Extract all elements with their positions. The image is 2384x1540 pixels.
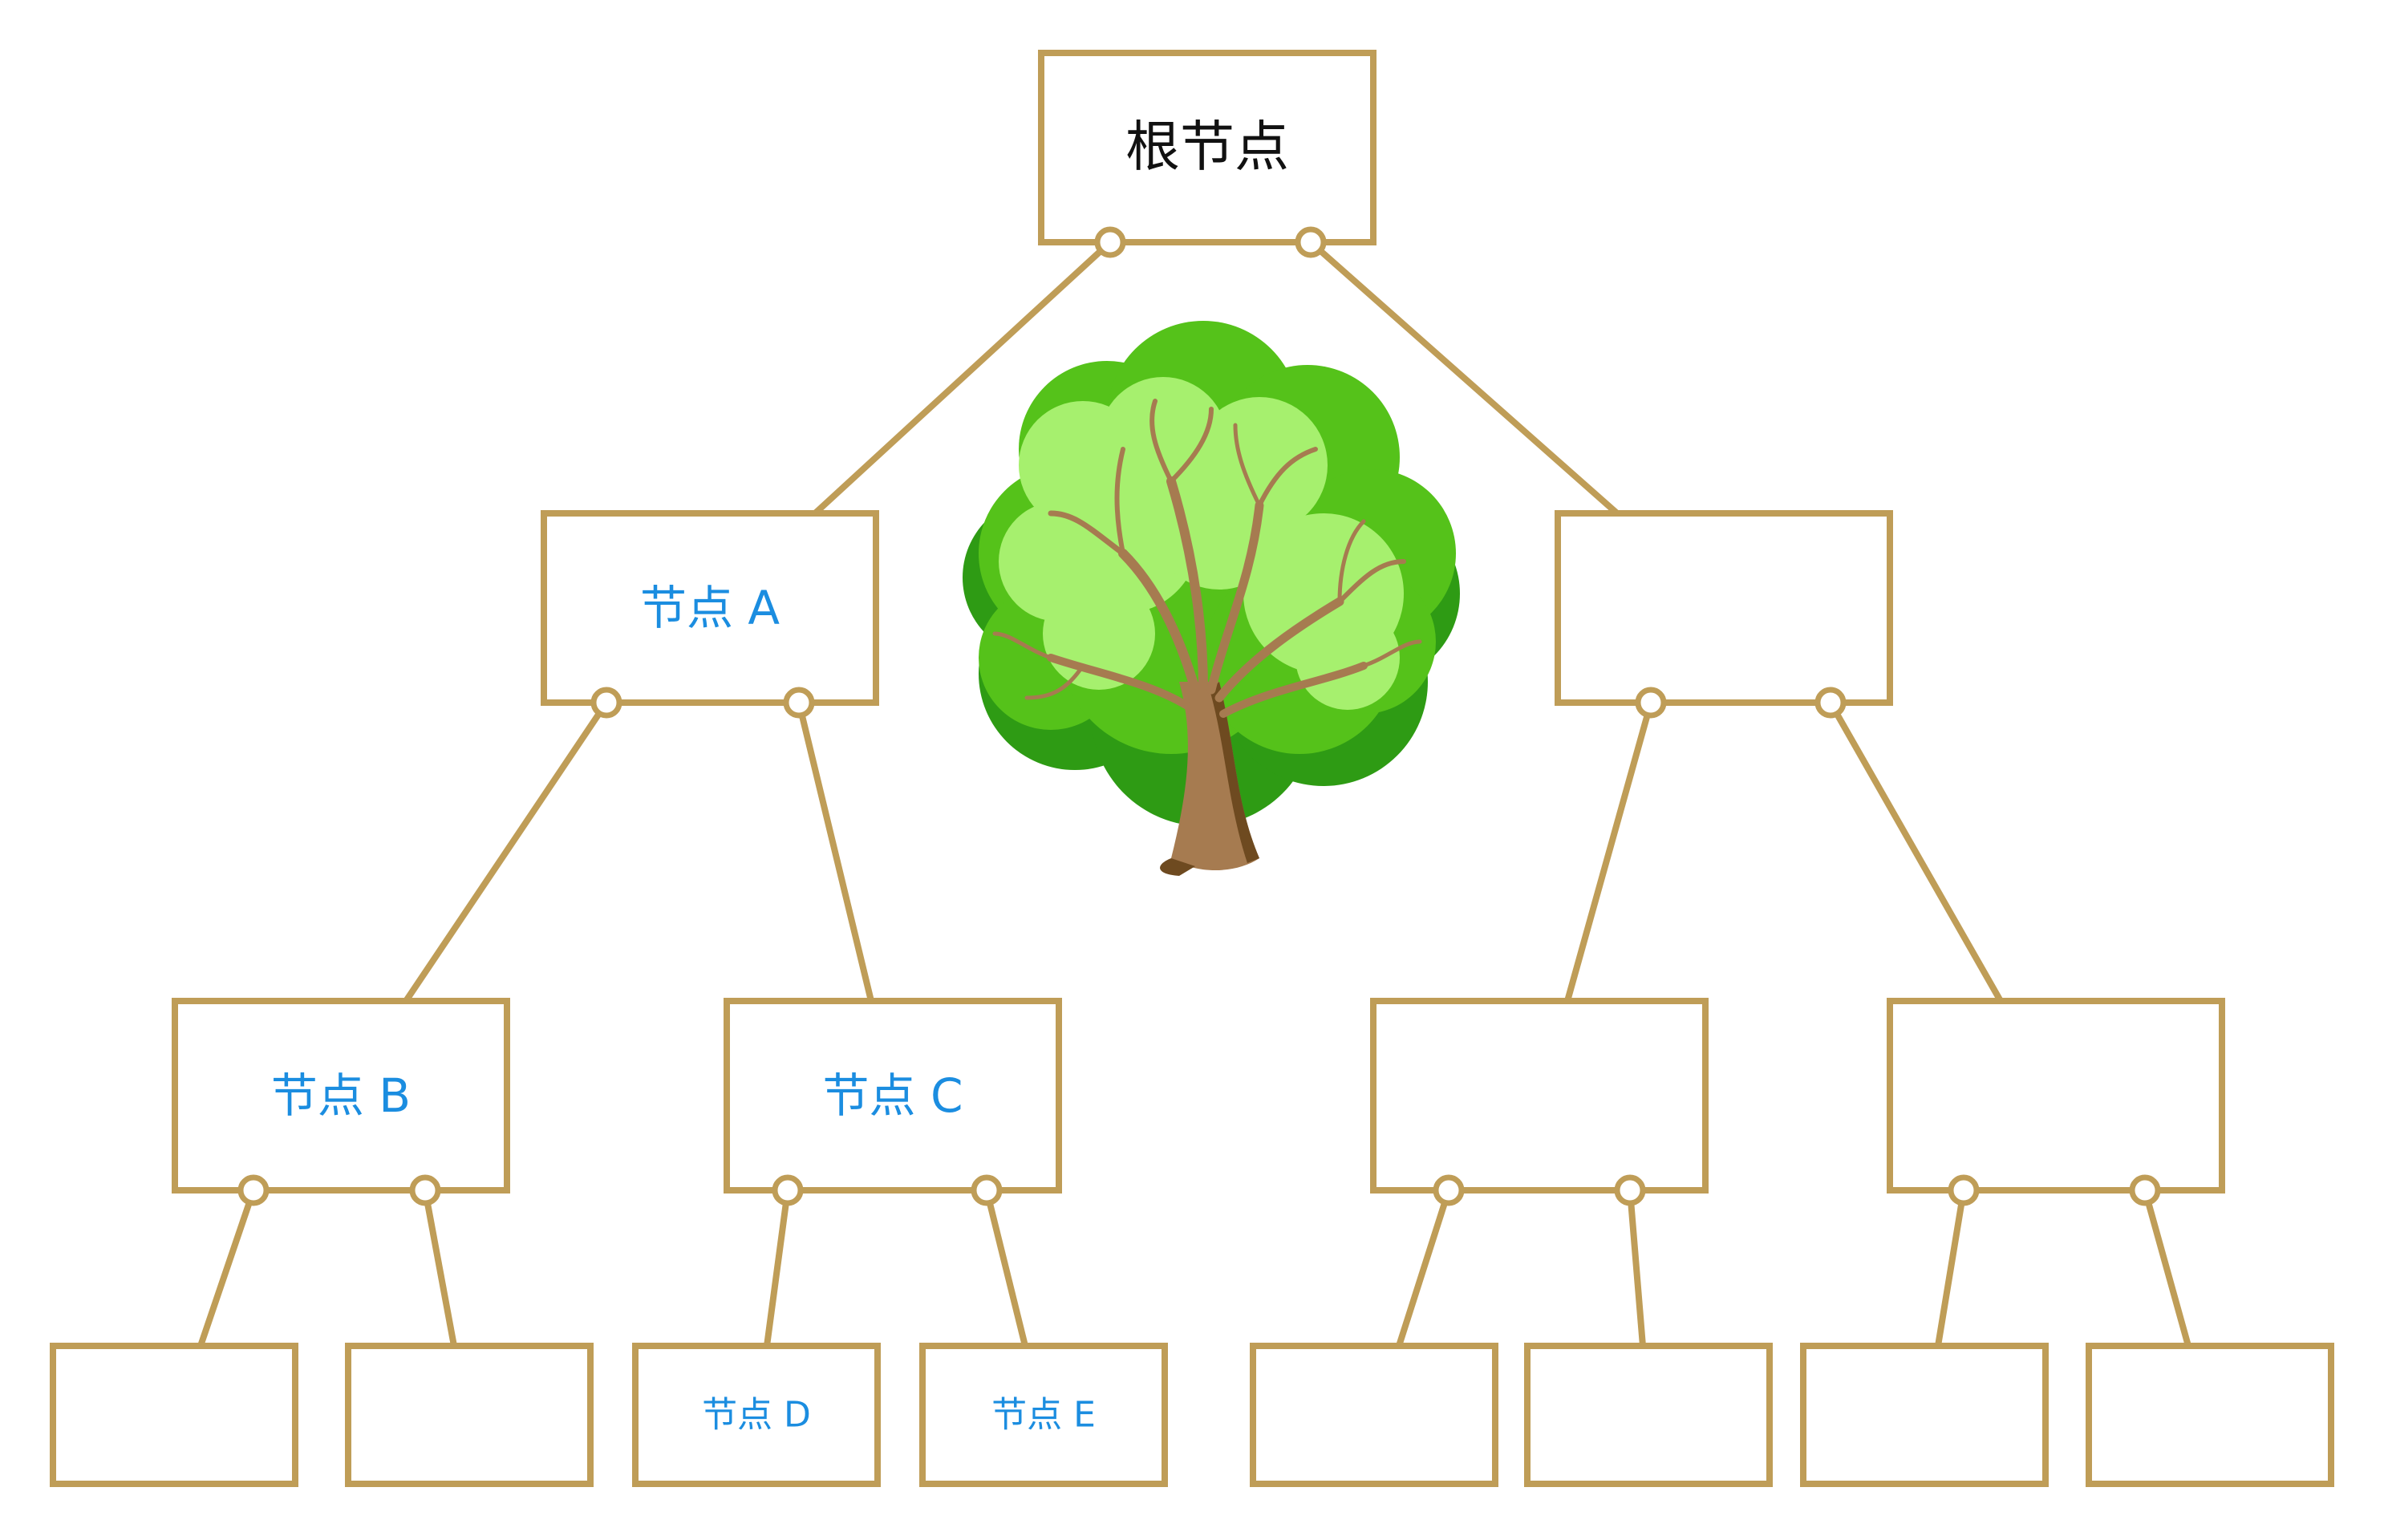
connector-port-right [783, 687, 815, 719]
edge-b-b2 [422, 1189, 457, 1347]
connector-port-right [1295, 226, 1327, 258]
node-box [632, 1343, 881, 1487]
connector-port-left [1433, 1174, 1465, 1206]
node-box [919, 1343, 1168, 1487]
node-box [1250, 1343, 1498, 1487]
edge-r2-r2a [1396, 1189, 1452, 1348]
node-box [1524, 1343, 1773, 1487]
connector-port-left [237, 1174, 270, 1206]
node-box [724, 998, 1062, 1194]
node-r2 [1370, 998, 1709, 1206]
edge-root-a [813, 240, 1113, 516]
node-box [50, 1343, 298, 1487]
node-r2b [1524, 1343, 1773, 1487]
connector-port-right [1814, 687, 1847, 719]
connector-port-left [1635, 687, 1667, 719]
node-label: 节点 C [823, 1068, 963, 1123]
node-box [345, 1343, 594, 1487]
node-box [1370, 998, 1709, 1194]
connector-port-right [409, 1174, 441, 1206]
edge-a-b [403, 700, 610, 1003]
edge-r1-r3 [1827, 701, 2004, 1003]
edge-b-b1 [197, 1189, 257, 1348]
connector-port-right [971, 1174, 1003, 1206]
node-r1 [1555, 510, 1893, 719]
edge-r2-r2b [1627, 1189, 1646, 1347]
node-c: 节点 C [724, 998, 1062, 1206]
node-r3 [1887, 998, 2225, 1206]
trunk [1160, 682, 1259, 876]
node-box [2086, 1343, 2334, 1487]
node-label: 节点 E [991, 1395, 1096, 1436]
connector-port-left [1948, 1174, 1980, 1206]
edge-a-c [796, 702, 874, 1002]
edge-root-r1 [1308, 240, 1620, 516]
node-label: 节点 A [640, 581, 780, 635]
node-box [1555, 510, 1893, 706]
foliage-light [999, 377, 1404, 710]
node-label: 节点 D [702, 1395, 811, 1436]
node-r3b [2086, 1343, 2334, 1487]
node-box [1887, 998, 2225, 1194]
branches [992, 399, 1422, 718]
connector-port-right [2129, 1174, 2161, 1206]
edge-r1-r2 [1564, 701, 1654, 1003]
node-b: 节点 B [172, 998, 510, 1206]
connector-port-left [1094, 226, 1126, 258]
node-label: 根节点 [1125, 116, 1289, 180]
node-d: 节点 D [632, 1343, 881, 1487]
node-e: 节点 E [919, 1343, 1168, 1487]
connector-port-right [1614, 1174, 1646, 1206]
node-b2 [345, 1343, 594, 1487]
node-b1 [50, 1343, 298, 1487]
node-label: 节点 B [271, 1068, 411, 1123]
tree-icon [963, 321, 1460, 876]
connector-port-left [772, 1174, 804, 1206]
edge-r3-r3a [1935, 1189, 1967, 1347]
node-root: 根节点 [1038, 50, 1376, 258]
connector-port-left [590, 687, 622, 719]
node-box [1800, 1343, 2049, 1487]
node-r3a [1800, 1343, 2049, 1487]
node-r2a [1250, 1343, 1498, 1487]
edges-layer [197, 240, 2191, 1348]
edge-c-e [983, 1189, 1028, 1347]
node-box [1038, 50, 1376, 245]
edge-c-d [764, 1189, 791, 1347]
node-box [541, 510, 879, 706]
node-a: 节点 A [541, 510, 879, 719]
node-box [172, 998, 510, 1194]
edge-r3-r3b [2142, 1189, 2191, 1348]
